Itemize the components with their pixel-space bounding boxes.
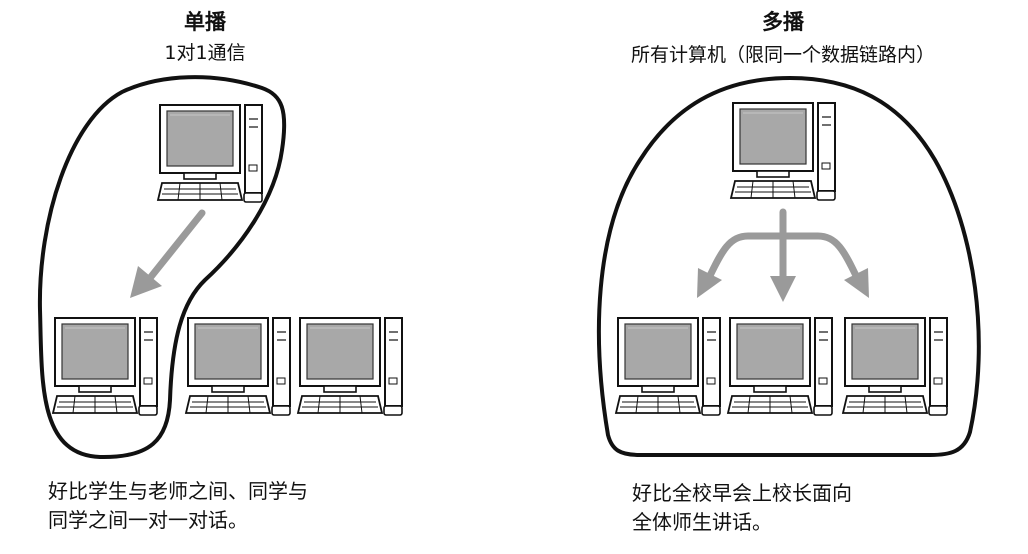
unicast-other-computer-2 bbox=[298, 318, 402, 415]
unicast-sender-computer bbox=[158, 105, 262, 202]
multicast-receiver-computer-2 bbox=[728, 318, 832, 415]
unicast-other-computer-1 bbox=[186, 318, 290, 415]
multicast-arrows bbox=[708, 212, 858, 282]
unicast-receiver-computer bbox=[53, 318, 157, 415]
multicast-sender-computer bbox=[731, 103, 835, 200]
multicast-caption-line2: 全体师生讲话。 bbox=[632, 508, 852, 537]
multicast-receiver-computer-1 bbox=[616, 318, 720, 415]
multicast-arrow-head-center bbox=[770, 276, 796, 302]
multicast-receiver-computer-3 bbox=[843, 318, 947, 415]
unicast-caption-line1: 好比学生与老师之间、同学与 bbox=[48, 477, 308, 506]
multicast-caption-line1: 好比全校早会上校长面向 bbox=[632, 479, 852, 508]
unicast-arrow bbox=[150, 213, 202, 278]
multicast-caption: 好比全校早会上校长面向 全体师生讲话。 bbox=[632, 479, 852, 537]
unicast-caption-line2: 同学之间一对一对话。 bbox=[48, 506, 308, 535]
unicast-caption: 好比学生与老师之间、同学与 同学之间一对一对话。 bbox=[48, 477, 308, 535]
